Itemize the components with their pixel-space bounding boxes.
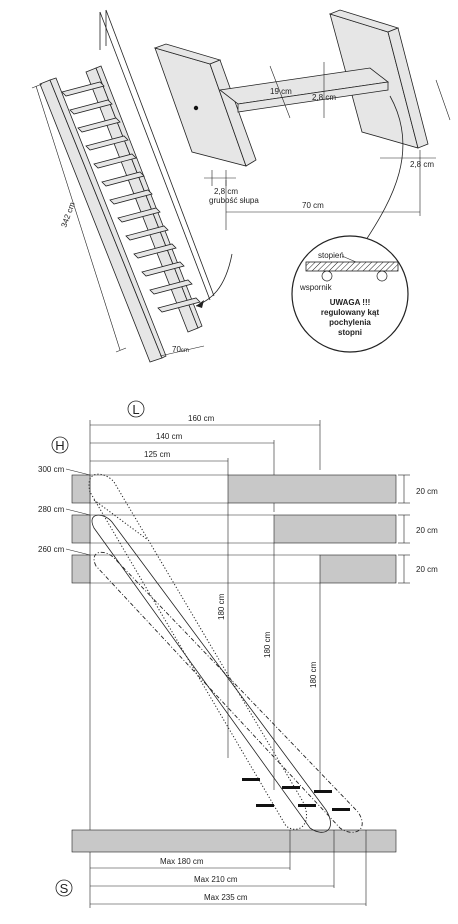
bottom-width-dim <box>159 345 205 357</box>
step-marker <box>314 790 332 793</box>
callout-warning-1: UWAGA !!! <box>330 298 371 307</box>
max-width-2: Max 210 cm <box>194 875 238 884</box>
symbol-l <box>127 400 145 418</box>
max-width-3: Max 235 cm <box>204 893 248 902</box>
callout-warning-2: regulowany kąt <box>321 308 380 317</box>
top-width-2: 140 cm <box>156 432 183 441</box>
callout-warning-3: pochylenia <box>329 318 371 327</box>
ladder-step <box>77 117 121 133</box>
ladder-step <box>117 207 161 223</box>
callout-bracket-label: wspornik <box>299 283 333 292</box>
slab-thickness-2: 20 cm <box>416 526 438 535</box>
ladder-step <box>133 243 177 259</box>
callout-leader <box>365 95 404 241</box>
top-width-3: 125 cm <box>144 450 171 459</box>
symbol-s <box>55 879 73 897</box>
dim-right-thickness: 2,8 cm <box>410 160 434 169</box>
ladder-step <box>125 225 169 241</box>
bracket-right <box>376 270 388 282</box>
ladder-isometric: 342 cm 70cm <box>31 9 215 363</box>
dim-step-width: 19 cm <box>270 87 292 96</box>
right-stringer-top <box>95 65 203 329</box>
vertical-dim-1: 180 cm <box>217 593 226 620</box>
step-marker <box>298 804 316 807</box>
step-board-edge <box>237 81 389 113</box>
ladder-step <box>93 153 137 169</box>
dim-post-label: grubość słupa <box>209 196 259 205</box>
dim-length-label: 342 cm <box>59 201 77 229</box>
height-260: 260 cm <box>38 545 65 554</box>
slab-left-1 <box>71 474 91 504</box>
height-280: 280 cm <box>38 505 65 514</box>
length-dim-line <box>35 85 121 351</box>
right-post-side <box>387 27 429 149</box>
max-width-1: Max 180 cm <box>160 857 204 866</box>
slab-300 <box>227 474 397 504</box>
svg-text:H: H <box>55 438 64 453</box>
step-detail: 19 cm 2,8 cm 2,8 cm grubość słupa 2,8 cm… <box>153 9 451 230</box>
ladder-step <box>69 99 113 115</box>
left-stringer-top <box>49 77 167 359</box>
step-marker <box>242 778 260 781</box>
slab-left-2 <box>71 514 91 544</box>
bracket-left <box>321 270 333 282</box>
dim-width-bottom: 70cm <box>172 345 189 354</box>
ladder-step <box>109 189 153 205</box>
ladder-step <box>85 135 129 151</box>
svg-text:L: L <box>132 402 139 417</box>
callout-step <box>305 261 399 272</box>
stair-outline-dotted-1 <box>88 473 308 830</box>
ladder-steps <box>61 81 201 313</box>
svg-text:S: S <box>60 881 69 896</box>
step-marker <box>332 808 350 811</box>
top-width-1: 160 cm <box>188 414 215 423</box>
ladder-step <box>141 261 185 277</box>
dim-width: 70 cm <box>302 201 324 210</box>
ladder-step <box>157 297 201 313</box>
symbol-h <box>51 436 69 454</box>
ladder-step <box>101 171 145 187</box>
slab-thickness-3: 20 cm <box>416 565 438 574</box>
left-post-side <box>209 59 257 167</box>
step-marker <box>282 786 300 789</box>
ladder-step <box>61 81 105 97</box>
step-marker <box>256 804 274 807</box>
stair-outline-dashed <box>93 551 363 833</box>
bolt-hole <box>193 105 199 111</box>
callout-warning-4: stopni <box>338 328 362 337</box>
callout-step-label: stopień <box>318 251 344 260</box>
height-300: 300 cm <box>38 465 65 474</box>
stair-outline-solid <box>91 514 331 833</box>
callout: stopień wspornik UWAGA !!! regulowany ką… <box>195 95 409 353</box>
slab-thickness-1: 20 cm <box>416 487 438 496</box>
vertical-dim-2: 180 cm <box>263 631 272 658</box>
vertical-dim-3: 180 cm <box>309 661 318 688</box>
side-view: L H S 160 cm 140 cm 125 cm <box>38 400 438 908</box>
dim-step-thickness: 2,8 cm <box>312 93 336 102</box>
slab-260 <box>319 554 397 584</box>
slab-280 <box>273 514 397 544</box>
slab-left-3 <box>71 554 91 584</box>
ground-floor <box>71 829 397 853</box>
ladder-step <box>149 279 193 295</box>
